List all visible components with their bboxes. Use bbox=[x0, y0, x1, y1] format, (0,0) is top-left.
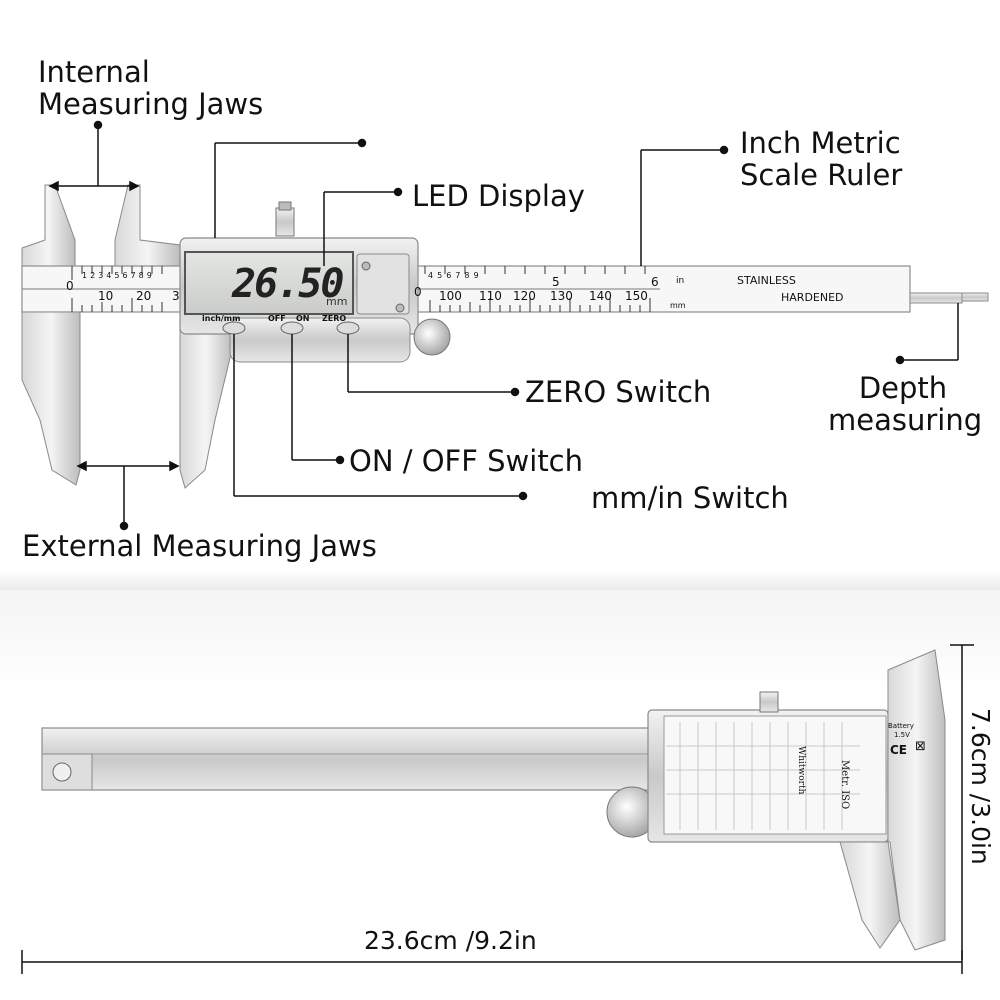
inch-tick-row-left: 123456789 bbox=[82, 271, 155, 280]
internal-jaw-fixed bbox=[21, 184, 76, 269]
mm-label: mm bbox=[670, 301, 686, 310]
scale-number: 0 bbox=[414, 285, 422, 299]
on-off-switch-label: ON / OFF Switch bbox=[349, 444, 584, 478]
inch-metric-scale-label: Inch Metric Scale Ruler bbox=[740, 126, 903, 192]
scale-number: 140 bbox=[589, 289, 612, 303]
recycle-bin-icon: ⊠ bbox=[915, 739, 926, 754]
on-off-switch-button[interactable] bbox=[281, 322, 303, 334]
zero-switch-button[interactable] bbox=[337, 322, 359, 334]
scale-number: 110 bbox=[479, 289, 502, 303]
scale-number: 100 bbox=[439, 289, 462, 303]
scale-number: 130 bbox=[550, 289, 573, 303]
plate-whitworth: Whitworth bbox=[796, 746, 806, 795]
inch-tick-row-right: 456789 bbox=[428, 271, 483, 280]
zero-button-label: ZERO bbox=[322, 314, 347, 323]
off-button-label: OFF bbox=[268, 314, 286, 323]
height-dimension-label: 7.6cm /3.0in bbox=[966, 708, 995, 865]
inch-mark: 5 bbox=[552, 275, 560, 289]
plate-ce-mark: CE bbox=[890, 743, 908, 757]
in-label: in bbox=[676, 276, 685, 286]
scale-number: 3 bbox=[172, 289, 180, 303]
lcd-screen bbox=[184, 251, 354, 315]
depth-rod bbox=[909, 292, 989, 304]
inch-mark: 6 bbox=[651, 275, 659, 289]
inch-mm-button-label: inch/mm bbox=[202, 314, 241, 323]
scale-number: 150 bbox=[625, 289, 648, 303]
battery-cover bbox=[356, 253, 410, 315]
scale-number: 20 bbox=[136, 289, 152, 303]
scale-ticks bbox=[71, 266, 651, 312]
on-button-label: ON bbox=[296, 314, 310, 323]
external-jaw-fixed bbox=[21, 311, 81, 486]
mm-in-switch-button[interactable] bbox=[223, 322, 245, 334]
plate-voltage: 1.5V bbox=[894, 731, 910, 739]
led-display-label: LED Display bbox=[412, 179, 585, 213]
length-dimension-label: 23.6cm /9.2in bbox=[364, 926, 537, 955]
plate-battery: Battery bbox=[888, 722, 914, 730]
dimension-lines bbox=[21, 644, 974, 974]
internal-jaws-label: Internal Measuring Jaws bbox=[38, 55, 264, 121]
zero-switch-label: ZERO Switch bbox=[525, 375, 712, 409]
scale-number: 10 bbox=[98, 289, 114, 303]
external-jaws-label: External Measuring Jaws bbox=[22, 529, 377, 563]
plate-title: Metr. ISO bbox=[839, 760, 850, 810]
main-beam bbox=[21, 265, 911, 313]
scale-number: 120 bbox=[513, 289, 536, 303]
callout-lines bbox=[48, 120, 959, 531]
internal-jaw-slider bbox=[114, 184, 181, 269]
mm-in-switch-label: mm/in Switch bbox=[591, 481, 789, 515]
scale-number: 0 bbox=[66, 279, 74, 293]
lcd-unit: mm bbox=[326, 295, 348, 308]
thumb-wheel bbox=[413, 318, 451, 356]
caliper-back-view bbox=[41, 649, 946, 951]
depth-measuring-label: Depth measuring bbox=[828, 371, 983, 437]
hardened-text: HARDENED bbox=[781, 291, 844, 304]
lcd-reading: 26.50 bbox=[232, 261, 344, 307]
stainless-text: STAINLESS bbox=[737, 274, 796, 287]
slider-buttons bbox=[222, 321, 360, 335]
external-jaw-slider bbox=[179, 311, 233, 489]
